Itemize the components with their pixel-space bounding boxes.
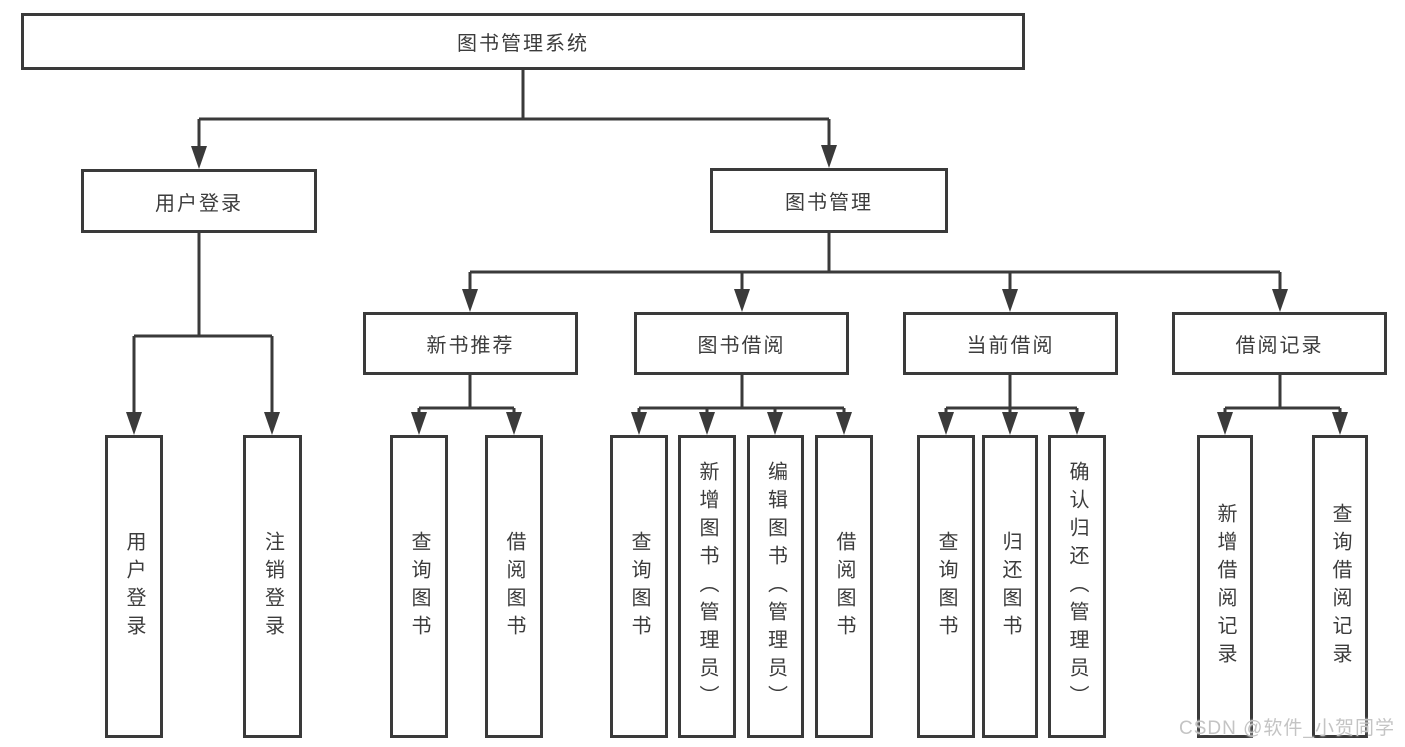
- node-new-book-recommend: 新书推荐: [363, 312, 578, 375]
- node-leaf-add-books-admin: 新增图书（管理员）: [678, 435, 736, 738]
- node-label: 查询借阅记录: [1329, 502, 1351, 671]
- node-leaf-confirm-return-admin: 确认归还（管理员）: [1048, 435, 1106, 738]
- node-label: 查询图书: [628, 530, 650, 643]
- node-leaf-add-borrow-record: 新增借阅记录: [1197, 435, 1253, 738]
- node-label: 借阅图书: [833, 530, 855, 643]
- arrowheads: [126, 145, 1348, 435]
- node-label: 归还图书: [999, 530, 1021, 643]
- node-leaf-query-books-current: 查询图书: [917, 435, 975, 738]
- node-label: 编辑图书（管理员）: [764, 460, 787, 713]
- node-leaf-query-borrow-record: 查询借阅记录: [1312, 435, 1368, 738]
- node-leaf-user-login: 用户登录: [105, 435, 163, 738]
- node-leaf-edit-books-admin: 编辑图书（管理员）: [747, 435, 804, 738]
- node-current-borrow: 当前借阅: [903, 312, 1118, 375]
- node-label: 用户登录: [123, 530, 145, 643]
- node-label: 新增借阅记录: [1214, 502, 1236, 671]
- node-label: 确认归还（管理员）: [1066, 460, 1088, 713]
- node-leaf-borrow-books-recommend: 借阅图书: [485, 435, 543, 738]
- node-label: 借阅图书: [503, 530, 525, 643]
- node-borrow-records: 借阅记录: [1172, 312, 1387, 375]
- node-book-management: 图书管理: [710, 168, 948, 233]
- watermark: CSDN @软件_小贺同学: [1179, 718, 1395, 739]
- node-label: 查询图书: [408, 530, 430, 643]
- node-leaf-query-books-borrow: 查询图书: [610, 435, 668, 738]
- node-leaf-borrow-books: 借阅图书: [815, 435, 873, 738]
- node-root: 图书管理系统: [21, 13, 1025, 70]
- node-label: 注销登录: [261, 530, 284, 643]
- node-leaf-query-books-recommend: 查询图书: [390, 435, 448, 738]
- node-book-borrow: 图书借阅: [634, 312, 849, 375]
- node-user-login: 用户登录: [81, 169, 317, 233]
- node-label: 新增图书（管理员）: [696, 460, 718, 713]
- node-label: 查询图书: [935, 530, 957, 643]
- node-leaf-logout: 注销登录: [243, 435, 302, 738]
- node-leaf-return-books: 归还图书: [982, 435, 1038, 738]
